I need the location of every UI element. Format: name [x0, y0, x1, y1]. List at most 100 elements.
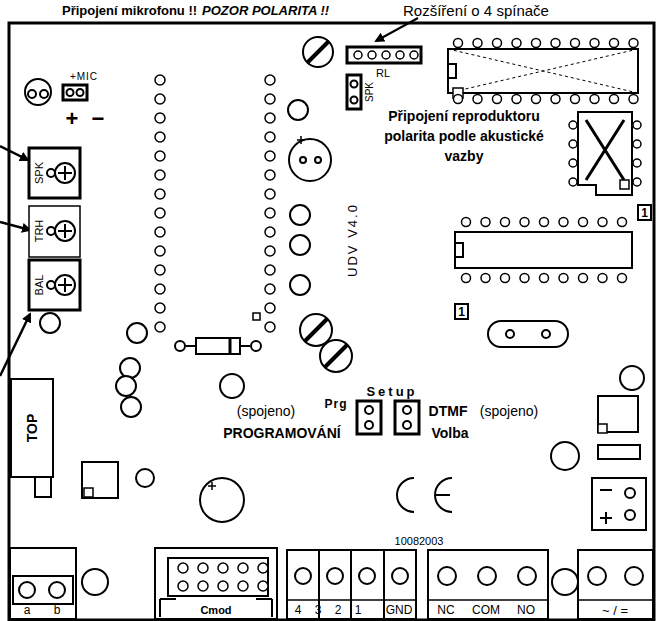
node-text: 1 [458, 306, 465, 318]
electrolytic-capacitor [551, 442, 579, 470]
pin-hole [532, 39, 541, 48]
pin-hole [258, 563, 268, 573]
screw-slot [58, 166, 72, 180]
trimmer-spk [29, 148, 80, 198]
polarity-mark [297, 136, 305, 144]
pin1-marker: 1 [454, 303, 469, 320]
component-outline [598, 396, 638, 432]
pin-hole [569, 178, 577, 186]
pin-hole [579, 274, 588, 283]
terminal-screw [19, 582, 35, 598]
jumper-label: Prg [324, 398, 347, 412]
component-outline [82, 462, 118, 498]
pin-hole [265, 303, 275, 313]
electrolytic-capacitor [200, 478, 244, 522]
transistor-outline [290, 205, 310, 225]
jumper-prg [357, 401, 381, 434]
pad [77, 89, 84, 96]
pin1-marker: 1 [637, 204, 652, 221]
node-text: 1 [641, 207, 648, 219]
node-text: TOP [25, 414, 39, 443]
pin-hole [493, 39, 502, 48]
pin-hole [532, 95, 541, 104]
connector-label: +MIC [70, 71, 98, 83]
terminal-ab [10, 548, 76, 619]
pin-hole [265, 75, 275, 85]
pin-hole [265, 208, 275, 218]
pin-hole [540, 218, 549, 227]
pin-hole [198, 563, 208, 573]
rl-connector [347, 47, 421, 63]
pad [175, 341, 185, 351]
terminal-screw [392, 568, 408, 584]
pad [300, 157, 306, 163]
electrolytic-capacitor [289, 139, 331, 181]
ic-socket-unused [448, 49, 638, 93]
transistor-outline [116, 376, 136, 396]
capacitor-box [592, 478, 646, 530]
terminal-label: NC [437, 604, 454, 618]
date-code: 10082003 [395, 535, 444, 548]
diode-lead [240, 345, 250, 347]
pad [365, 421, 373, 429]
pad [315, 157, 321, 163]
pad [47, 281, 55, 289]
trimmer-bal [29, 260, 80, 310]
pin-hole [629, 39, 638, 48]
pad [28, 90, 36, 98]
pin-hole [569, 140, 577, 148]
pin-hole [178, 563, 188, 573]
pin-hole [520, 274, 529, 283]
transistor-outline [288, 100, 308, 120]
pin-hole [155, 94, 165, 104]
trimmer-screw [320, 340, 352, 372]
pin-hole [368, 51, 376, 59]
pin-hole [238, 563, 248, 573]
pin-hole [501, 218, 510, 227]
trimmer-screw [303, 37, 333, 67]
jumper-function: Volba [431, 425, 468, 441]
pin-hole [178, 581, 188, 591]
terminal-screw [625, 567, 643, 585]
pin-hole [571, 39, 580, 48]
pin-hole [520, 218, 529, 227]
screw-slot [305, 319, 327, 341]
pin-hole [501, 274, 510, 283]
pin-hole [155, 303, 165, 313]
polarity-mark [600, 490, 612, 524]
transistor-outline [127, 323, 147, 343]
pin-hole [155, 284, 165, 294]
transistor-outline [40, 313, 60, 333]
pin-hole [598, 274, 607, 283]
pin-hole [155, 132, 165, 142]
pin-hole [396, 51, 404, 59]
screw-slot [58, 278, 72, 292]
pad-square [598, 424, 607, 433]
terminal-label: 2 [335, 604, 342, 618]
trimmer-label: SPK [33, 162, 46, 184]
terminal-label: GND [386, 604, 413, 618]
pin-hole [155, 75, 165, 85]
terminal-label: ~ / = [602, 604, 628, 619]
pin-hole [258, 581, 268, 591]
leader-arrow [0, 222, 30, 230]
terminal-line [287, 599, 416, 601]
pad-square [84, 488, 93, 497]
pin-hole [155, 227, 165, 237]
trimmer-screw [300, 314, 332, 346]
component-outline [25, 79, 51, 105]
connector-label: RL [376, 67, 390, 80]
pad [47, 227, 55, 235]
leader-arrow [0, 314, 30, 376]
pin-hole [265, 246, 275, 256]
board-version: UDV V4.0 [346, 203, 361, 277]
jumper-label: DTMF [429, 403, 468, 419]
cmod-bracket [160, 599, 272, 617]
pin-hole [569, 159, 577, 167]
pin-hole [198, 581, 208, 591]
ic-notch [448, 64, 456, 78]
pin-hole [512, 39, 521, 48]
pin-hole [265, 170, 275, 180]
terminal-label: NO [517, 604, 535, 618]
